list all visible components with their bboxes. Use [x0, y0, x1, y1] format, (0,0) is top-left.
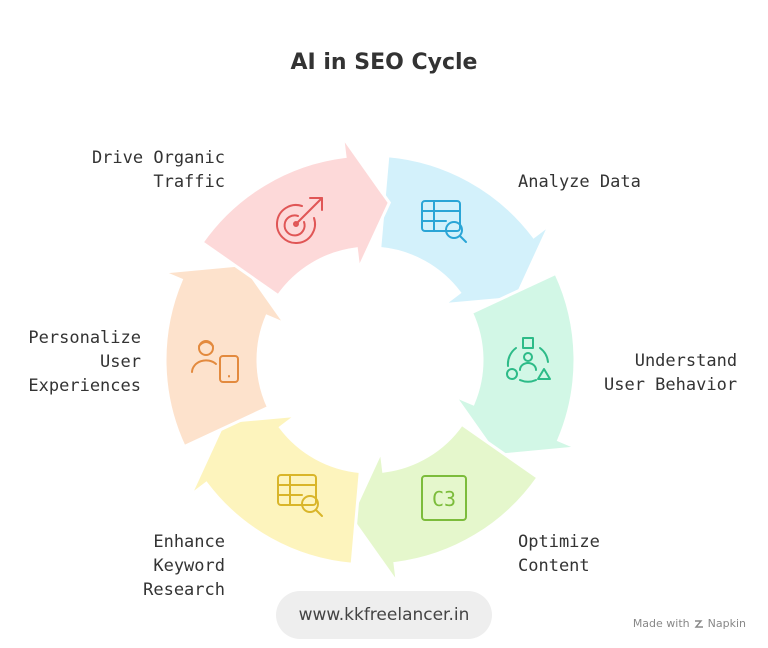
- step-label-drive-organic-traffic: Drive Organic Traffic: [91, 148, 225, 192]
- table-search-icon: [421, 200, 467, 243]
- step-label-understand-user-behavior: Understand User Behavior: [604, 351, 738, 395]
- step-label-analyze-data: Analyze Data: [518, 172, 641, 192]
- page-title: AI in SEO Cycle: [290, 50, 478, 75]
- target-arrow-icon: [276, 197, 323, 244]
- website-url-badge[interactable]: www.kkfreelancer.in: [276, 591, 492, 639]
- c3-icon-text: C3: [432, 487, 456, 511]
- made-with-text: Made with: [632, 617, 690, 630]
- table-search-icon: [277, 474, 323, 517]
- step-label-enhance-keyword-research: Enhance Keyword Research: [143, 532, 225, 600]
- step-label-optimize-content: Optimize Content: [518, 532, 600, 576]
- user-device-icon: [191, 340, 239, 383]
- cycle-segment-analyze-data: [378, 154, 552, 307]
- cycle-segment-enhance-keyword-research: [188, 413, 362, 566]
- cycle-segment-understand-user-behavior: [450, 271, 578, 457]
- user-shapes-icon: [506, 337, 551, 383]
- c3-box-icon: C3: [421, 475, 467, 521]
- napkin-logo-icon: [694, 619, 703, 628]
- napkin-brand-text: Napkin: [707, 617, 746, 630]
- cycle-segment-optimize-content: [348, 422, 541, 585]
- step-label-personalize-user-experiences: Personalize User Experiences: [28, 328, 141, 396]
- made-with-badge: Made with Napkin: [633, 617, 746, 630]
